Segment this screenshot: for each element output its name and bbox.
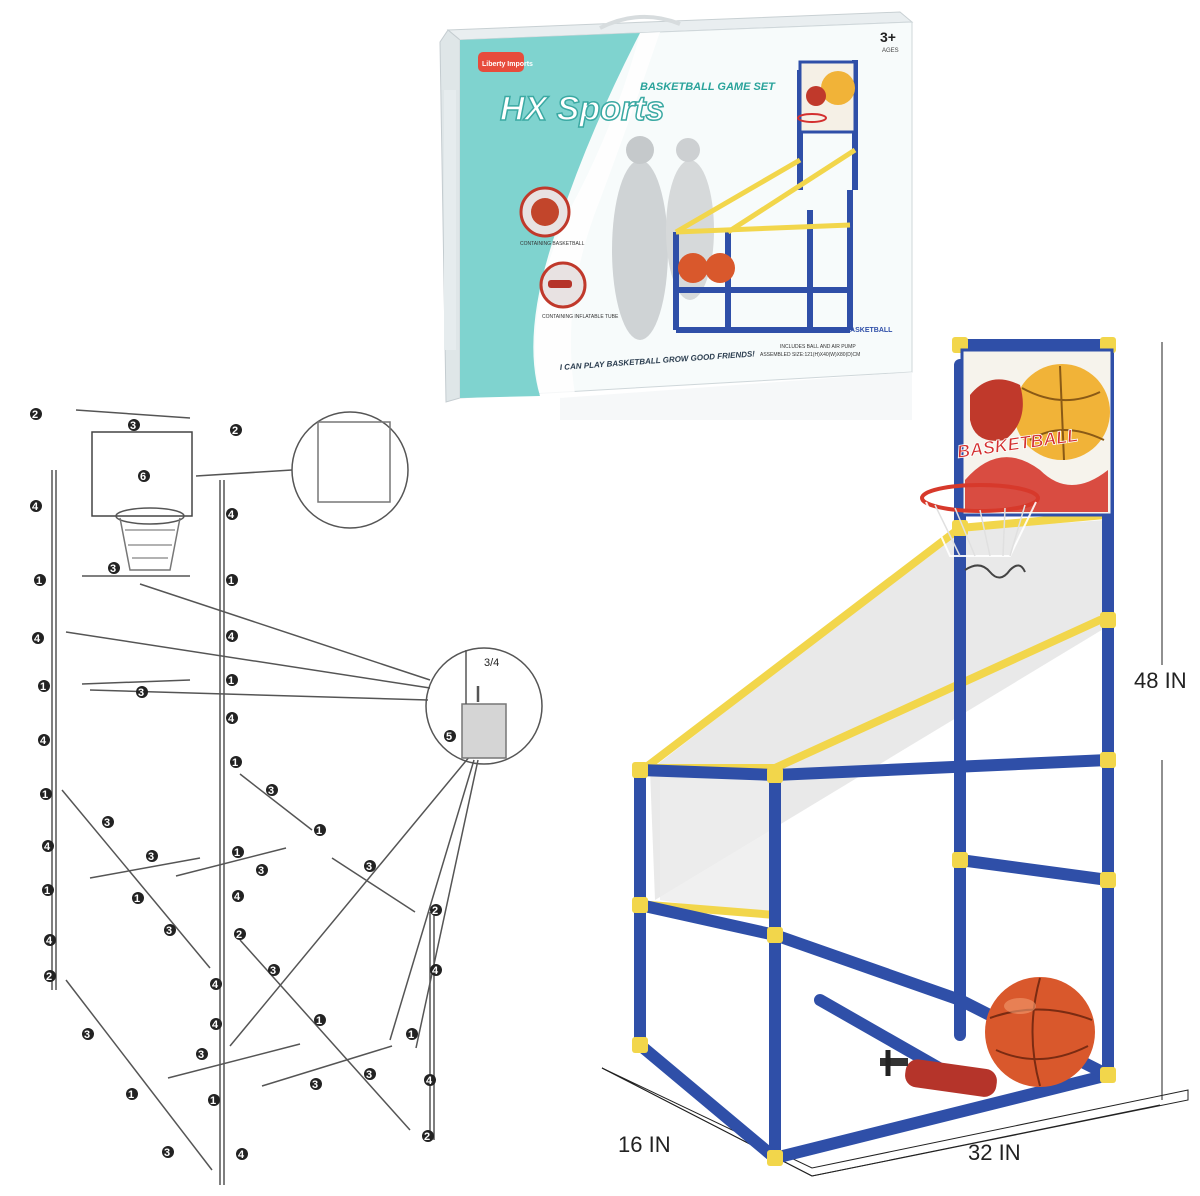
box-logo: Liberty Imports	[482, 61, 533, 68]
height-dimension: 48 IN	[1134, 668, 1187, 693]
part-label: 4	[44, 841, 51, 853]
part-label: 1	[40, 681, 46, 693]
part-label: 1	[234, 847, 240, 859]
box-age: 3+	[880, 29, 896, 45]
part-label: 4	[34, 633, 41, 645]
part-label: 2	[432, 905, 438, 917]
part-label: 4	[212, 1019, 219, 1031]
part-label: 4	[32, 501, 39, 513]
part-label: 4	[234, 891, 241, 903]
part-label: 4	[228, 631, 235, 643]
product-box: HX Sports BASKETBALL GAME SET 3+ AGES Li…	[439, 11, 914, 420]
part-label: 4	[228, 509, 235, 521]
part-label: 2	[424, 1131, 430, 1143]
part-label: 1	[134, 893, 140, 905]
box-side-label: BASKETBALL	[845, 327, 893, 334]
part-label: 3	[268, 785, 274, 797]
depth-dimension: 16 IN	[618, 1132, 671, 1157]
box-age-sub: AGES	[882, 48, 899, 54]
box-includes: INCLUDES BALL AND AIR PUMP	[780, 344, 856, 350]
part-label: 3	[312, 1079, 318, 1091]
part-label: 1	[228, 675, 234, 687]
part-label: 1	[128, 1089, 134, 1101]
part-label: 3	[110, 563, 116, 575]
part-label: 4	[432, 965, 439, 977]
part-label: 5	[446, 731, 452, 743]
part-label: 3	[198, 1049, 204, 1061]
part-label: 4	[228, 713, 235, 725]
part-label: 3	[366, 1069, 372, 1081]
part-label: 1	[210, 1095, 216, 1107]
part-label: 3	[104, 817, 110, 829]
part-label: 4	[46, 935, 53, 947]
part-label: 4	[426, 1075, 433, 1087]
part-number-markers: 2 2 3 6 4 4 1 3 1 4 4 1 3 1 4 5 4 1 1 3 …	[30, 408, 499, 1161]
part-label: 3	[148, 851, 154, 863]
part-label: 2	[32, 409, 38, 421]
part-label: 2	[46, 971, 52, 983]
part-label: 4	[238, 1149, 245, 1161]
part-label: 2	[232, 425, 238, 437]
part-label: 1	[228, 575, 234, 587]
part-label: 3	[130, 420, 136, 432]
box-feature-1: CONTAINING BASKETBALL	[520, 241, 585, 247]
part-label: 4	[40, 735, 47, 747]
part-label: 1	[44, 885, 50, 897]
box-brand-text: HX Sports	[500, 90, 664, 128]
part-label: 3	[270, 965, 276, 977]
part-label: 6	[140, 471, 146, 483]
part-label: 3	[164, 1147, 170, 1159]
assembly-diagram	[51, 409, 543, 1185]
box-feature-2: CONTAINING INFLATABLE TUBE	[542, 314, 619, 320]
part-label: 3	[258, 865, 264, 877]
part-label: 1	[232, 757, 238, 769]
part-label: 3	[366, 861, 372, 873]
part-label: 3	[84, 1029, 90, 1041]
box-assembled-size: ASSEMBLED SIZE:121(H)X40(W)X80(D)CM	[760, 352, 860, 358]
box-title-text: BASKETBALL GAME SET	[640, 81, 776, 93]
part-label: 1	[408, 1029, 414, 1041]
part-label: 1	[42, 789, 48, 801]
part-label-detail: 3/4	[484, 657, 499, 669]
part-label: 3	[166, 925, 172, 937]
part-label: 4	[212, 979, 219, 991]
part-label: 1	[316, 1015, 322, 1027]
part-label: 2	[236, 929, 242, 941]
part-label: 3	[138, 687, 144, 699]
part-label: 1	[316, 825, 322, 837]
assembled-basketball-set: BASKETBALL	[601, 337, 1189, 1177]
part-label: 1	[36, 575, 42, 587]
width-dimension: 32 IN	[968, 1140, 1021, 1165]
